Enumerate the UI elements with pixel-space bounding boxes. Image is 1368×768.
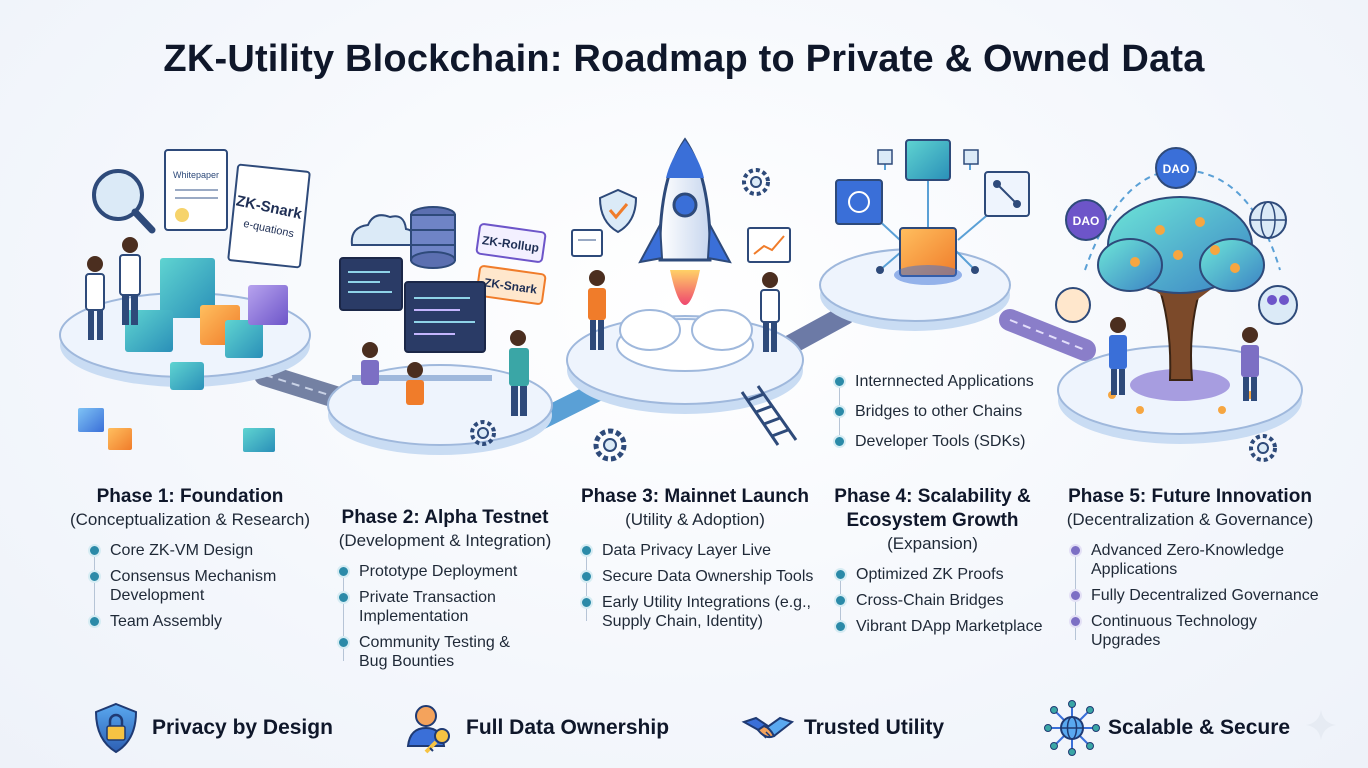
list-item: Data Privacy Layer Live [580, 541, 816, 560]
feature-scalable: Scalable & Secure [1044, 698, 1290, 758]
bullet-dot [834, 568, 847, 581]
network-globe-icon [1044, 700, 1100, 756]
list-item: Prototype Deployment [337, 562, 537, 581]
user-key-icon [402, 700, 458, 756]
dao-badge-top: DAO [1163, 162, 1190, 176]
phase-5-title: Phase 5: Future Innovation [1055, 485, 1325, 509]
phase-3-title: Phase 3: Mainnet Launch [570, 485, 820, 509]
list-item: Early Utility Integrations (e.g., Supply… [580, 593, 816, 631]
whitepaper-label: Whitepaper [173, 170, 219, 180]
phase-2-title: Phase 2: Alpha Testnet [325, 506, 565, 530]
feature-label: Full Data Ownership [466, 716, 669, 740]
list-item: Bridges to other Chains [833, 402, 1063, 421]
list-item: Community Testing & Bug Bounties [337, 633, 537, 671]
phase-5-card: Phase 5: Future Innovation (Decentraliza… [1055, 485, 1325, 657]
bullet-dot [1069, 615, 1082, 628]
list-item: Continuous Technology Upgrades [1069, 612, 1325, 650]
bullet-dot [337, 565, 350, 578]
bullet-dot [1069, 544, 1082, 557]
phase-3-illustration [567, 140, 803, 459]
shield-lock-icon [88, 700, 144, 756]
phase-5-illustration: DAO DAO [1056, 148, 1302, 460]
list-item: Internnected Applications [833, 372, 1063, 391]
phase-1-subtitle: (Conceptualization & Research) [60, 509, 320, 531]
phase-3-subtitle: (Utility & Adoption) [570, 509, 820, 531]
handshake-icon [740, 700, 796, 756]
phase-5-subtitle: (Decentralization & Governance) [1055, 509, 1325, 531]
bullet-dot [88, 570, 101, 583]
list-item: Private Transaction Implementation [337, 588, 537, 626]
phase-2-subtitle: (Development & Integration) [325, 530, 565, 552]
list-item: Consensus Mechanism Development [88, 567, 298, 605]
bullet-dot [88, 544, 101, 557]
phase-1-title: Phase 1: Foundation [60, 485, 320, 509]
bullet-dot [834, 620, 847, 633]
dao-badge-left: DAO [1073, 214, 1100, 228]
phase-1-card: Phase 1: Foundation (Conceptualization &… [60, 485, 320, 638]
feature-privacy: Privacy by Design [88, 698, 333, 758]
bullet-dot [580, 570, 593, 583]
bullet-dot [1069, 589, 1082, 602]
phase-4-subtitle: (Expansion) [820, 533, 1045, 555]
bullet-dot [833, 375, 846, 388]
phase-2-card: Phase 2: Alpha Testnet (Development & In… [325, 506, 565, 678]
list-item: Advanced Zero-Knowledge Applications [1069, 541, 1325, 579]
feature-ownership: Full Data Ownership [402, 698, 669, 758]
feature-utility: Trusted Utility [740, 698, 944, 758]
sparkle-icon [1304, 708, 1338, 742]
phase-4-upper-list: Internnected Applications Bridges to oth… [833, 372, 1063, 451]
phase-2-illustration: ZK-Rollup ZK-Snark [328, 207, 552, 455]
bullet-dot [337, 591, 350, 604]
phase-4-illustration [820, 140, 1029, 331]
phase-3-card: Phase 3: Mainnet Launch (Utility & Adopt… [570, 485, 820, 638]
bullet-dot [834, 594, 847, 607]
bullet-dot [833, 435, 846, 448]
phase-4-title-line2: Ecosystem Growth [820, 509, 1045, 533]
list-item: Cross-Chain Bridges [834, 591, 1044, 610]
list-item: Optimized ZK Proofs [834, 565, 1044, 584]
bullet-dot [88, 615, 101, 628]
feature-label: Privacy by Design [152, 716, 333, 740]
bullet-dot [580, 596, 593, 609]
list-item: Team Assembly [88, 612, 298, 631]
feature-label: Trusted Utility [804, 716, 944, 740]
list-item: Secure Data Ownership Tools [580, 567, 816, 586]
bullet-dot [833, 405, 846, 418]
phase-4-card: Phase 4: Scalability & Ecosystem Growth … [820, 485, 1045, 643]
feature-label: Scalable & Secure [1108, 716, 1290, 740]
list-item: Core ZK-VM Design [88, 541, 298, 560]
bullet-dot [337, 636, 350, 649]
bullet-dot [580, 544, 593, 557]
list-item: Vibrant DApp Marketplace [834, 617, 1044, 636]
list-item: Fully Decentralized Governance [1069, 586, 1325, 605]
phase-1-illustration: Whitepaper ZK-Snark e-quations [60, 150, 310, 452]
list-item: Developer Tools (SDKs) [833, 432, 1063, 451]
phase-4-title-line1: Phase 4: Scalability & [820, 485, 1045, 509]
features-row: Privacy by Design Full Data Ownership Tr… [0, 698, 1368, 758]
